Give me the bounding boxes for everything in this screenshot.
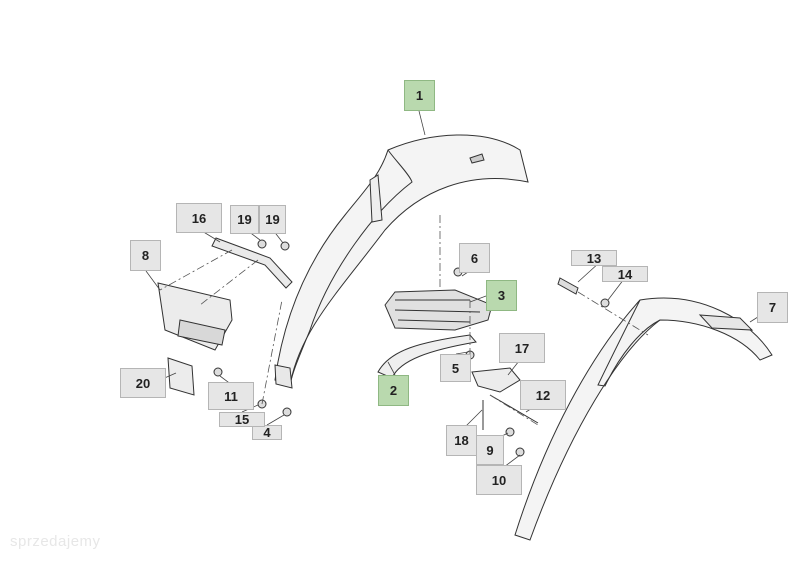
callout-6: 6	[459, 243, 490, 273]
part-fender-rear	[514, 297, 773, 541]
part-fender-main	[274, 134, 529, 389]
callout-13: 13	[571, 250, 617, 266]
part-support-arm	[377, 334, 477, 379]
callout-12: 12	[520, 380, 566, 410]
callout-8: 8	[130, 240, 161, 271]
fasteners	[213, 239, 610, 457]
callout-7: 7	[757, 292, 788, 323]
assembly-lines	[159, 215, 649, 426]
watermark-text: sprzedajemy	[10, 533, 101, 550]
callout-9: 9	[476, 435, 504, 465]
callout-19-right: 19	[259, 205, 286, 234]
callout-3: 3	[486, 280, 517, 311]
callout-18: 18	[446, 425, 477, 456]
callout-4: 4	[252, 425, 282, 440]
part-small-plate	[167, 357, 195, 396]
callout-16: 16	[176, 203, 222, 233]
callout-17: 17	[499, 333, 545, 363]
callout-11: 11	[208, 382, 254, 410]
callout-19-left: 19	[230, 205, 259, 234]
part-mount-plate	[157, 282, 233, 351]
part-grille-bracket	[384, 289, 493, 331]
part-bar-bracket	[211, 237, 293, 289]
callout-1: 1	[404, 80, 435, 111]
callout-14: 14	[602, 266, 648, 282]
part-rod	[489, 394, 539, 424]
callout-15: 15	[219, 412, 265, 427]
callout-10: 10	[476, 465, 522, 495]
callout-5: 5	[440, 354, 471, 382]
part-small-bracket	[471, 367, 521, 393]
callout-2: 2	[378, 375, 409, 406]
callout-20: 20	[120, 368, 166, 398]
